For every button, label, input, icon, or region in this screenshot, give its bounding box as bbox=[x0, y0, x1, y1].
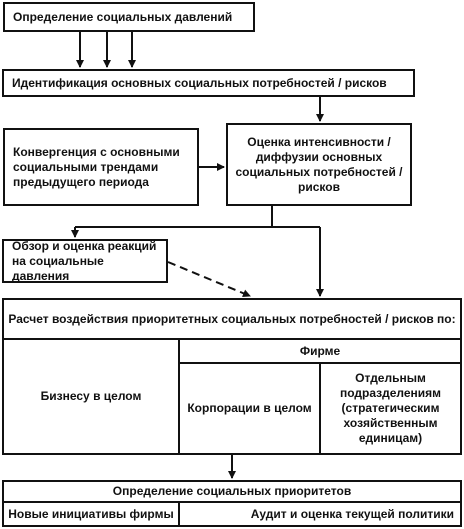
assessment-box: Оценка интенсивности / диффузии основных… bbox=[226, 123, 412, 206]
define-priorities-cell: Определение социальных приоритетов bbox=[4, 482, 460, 503]
divisions-label: Отдельным подразделениям (стратегическим… bbox=[339, 371, 442, 445]
to-firm-cell: Фирме bbox=[180, 340, 460, 364]
corporation-overall-cell: Корпорации в целом bbox=[180, 364, 321, 453]
review-reactions-box: Обзор и оценка реакций на социальные дав… bbox=[2, 239, 168, 283]
priorities-block bbox=[2, 480, 462, 527]
review-reactions-label: Обзор и оценка реакций на социальные дав… bbox=[12, 238, 157, 283]
identify-needs-label: Идентификация основных социальных потреб… bbox=[12, 75, 387, 90]
divisions-cell: Отдельным подразделениям (стратегическим… bbox=[321, 364, 460, 453]
audit-policy-cell: Аудит и оценка текущей политики bbox=[180, 503, 460, 525]
business-overall-label: Бизнесу в целом bbox=[40, 389, 142, 403]
assessment-label: Оценка интенсивности / диффузии основных… bbox=[235, 134, 403, 194]
dashed-arrow-review-to-impact bbox=[167, 261, 251, 298]
impact-calc-cell: Расчет воздействия приоритетных социальн… bbox=[4, 300, 460, 340]
impact-block bbox=[2, 298, 462, 455]
convergence-label: Конвергенция с основными социальными тре… bbox=[13, 144, 180, 189]
identify-needs-box: Идентификация основных социальных потреб… bbox=[2, 69, 415, 97]
define-pressures-label: Определение социальных давлений bbox=[13, 9, 233, 24]
new-initiatives-label: Новые инициативы фирмы bbox=[8, 506, 174, 521]
to-firm-label: Фирме bbox=[299, 343, 341, 358]
impact-calc-label: Расчет воздействия приоритетных социальн… bbox=[8, 311, 456, 326]
audit-policy-label: Аудит и оценка текущей политики bbox=[250, 506, 454, 521]
convergence-box: Конвергенция с основными социальными тре… bbox=[3, 128, 199, 206]
define-pressures-box: Определение социальных давлений bbox=[3, 2, 255, 32]
define-priorities-label: Определение социальных приоритетов bbox=[112, 484, 352, 498]
new-initiatives-cell: Новые инициативы фирмы bbox=[4, 503, 180, 525]
corporation-overall-label: Корпорации в целом bbox=[187, 401, 312, 415]
business-overall-cell: Бизнесу в целом bbox=[4, 340, 180, 453]
